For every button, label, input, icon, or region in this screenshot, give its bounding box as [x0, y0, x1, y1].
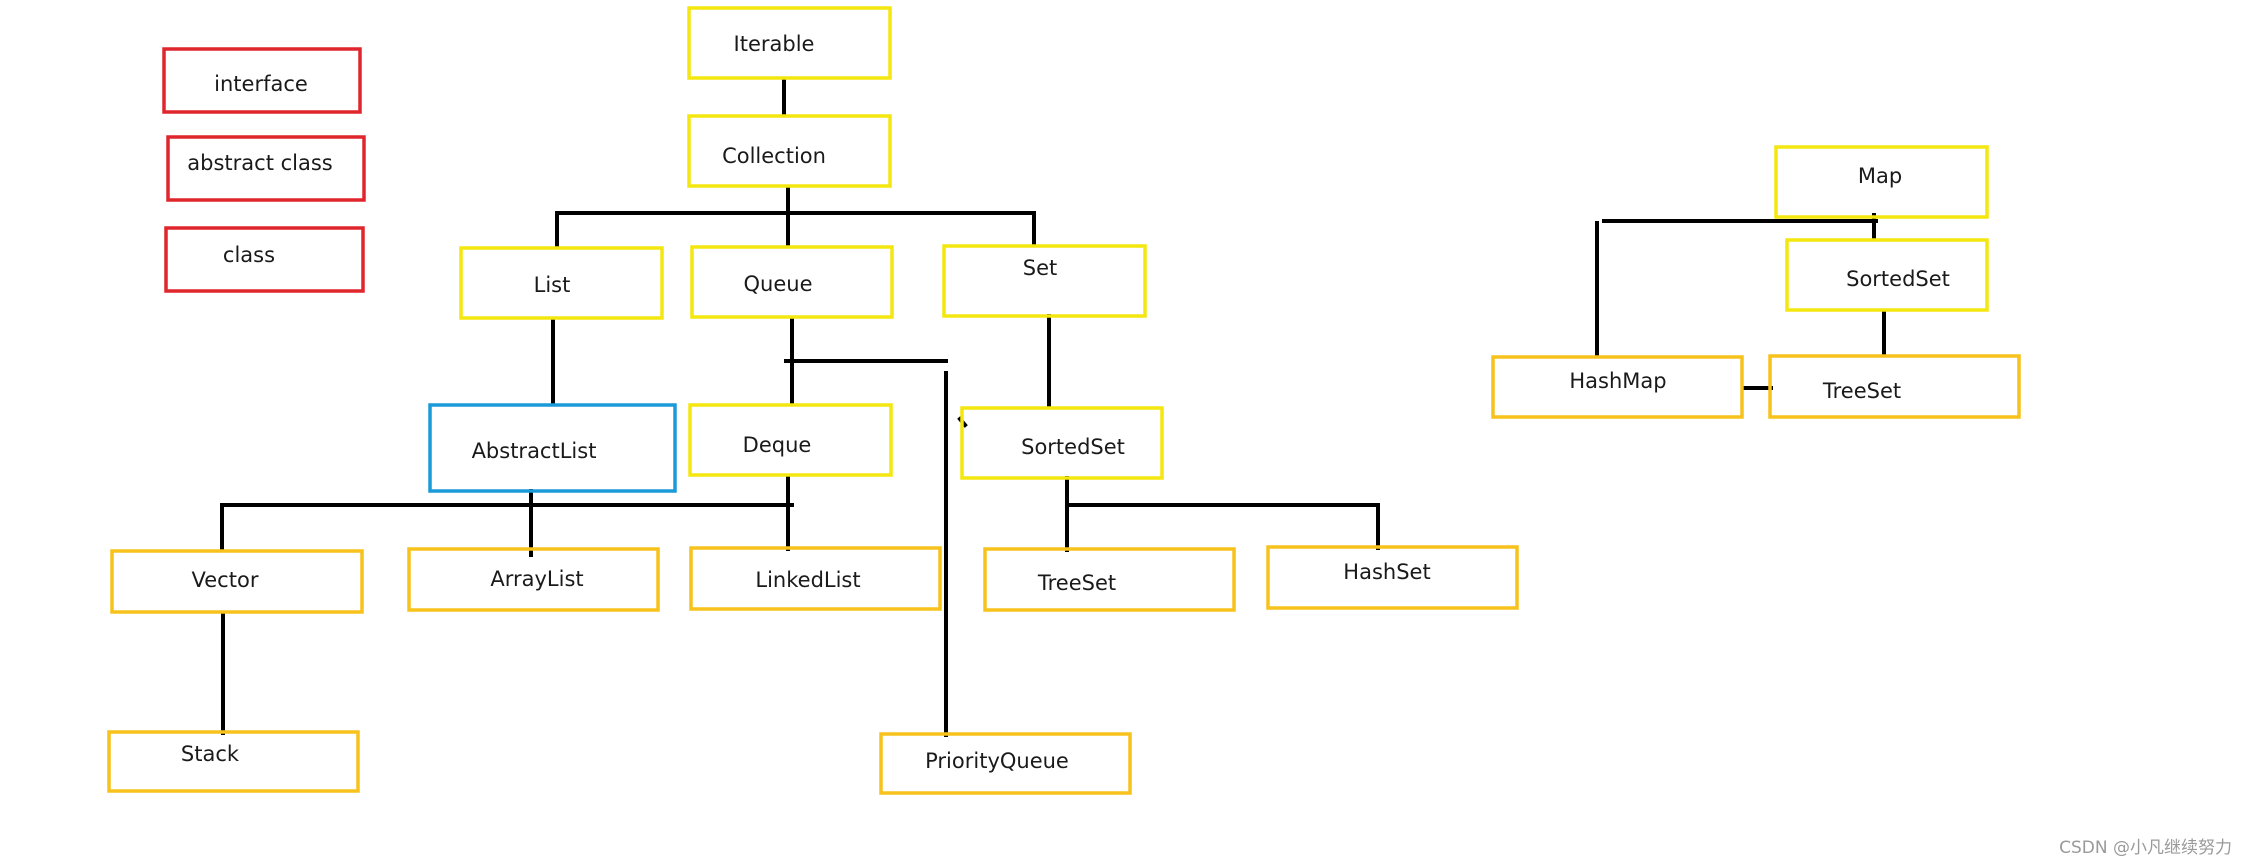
node-hashmap-box: [1491, 355, 1744, 419]
node-vector-label: Vector: [192, 568, 259, 592]
node-hashset-label: HashSet: [1343, 560, 1430, 584]
node-abstractlist-box: [428, 403, 677, 493]
node-sortedset-box: [960, 406, 1164, 480]
node-treeset-box: [983, 547, 1236, 612]
node-list-label: List: [534, 273, 571, 297]
node-queue-box: [690, 245, 894, 319]
node-arraylist-label: ArrayList: [490, 567, 583, 591]
node-hashmap-label: HashMap: [1569, 369, 1666, 393]
node-map-treeset-box: [1768, 354, 2021, 419]
node-deque-label: Deque: [743, 433, 812, 457]
legend-class-box: [164, 226, 365, 293]
legend-interface-label: interface: [214, 72, 308, 96]
legend-abstract-class-label: abstract class: [187, 151, 332, 175]
node-vector-box: [110, 549, 364, 614]
node-queue-label: Queue: [744, 272, 813, 296]
node-abstractlist-label: AbstractList: [472, 439, 597, 463]
node-set-label: Set: [1023, 256, 1057, 280]
legend: interface abstract class class: [162, 47, 366, 293]
legend-interface-box: [162, 47, 362, 114]
watermark-text: CSDN @小凡继续努力: [2059, 838, 2232, 858]
map-nodes: Map SortedSet HashMap TreeSet: [1491, 145, 2021, 419]
node-linkedlist-box: [689, 546, 942, 611]
node-treeset-label: TreeSet: [1037, 571, 1116, 595]
node-map-box: [1774, 145, 1989, 219]
node-set-box: [942, 244, 1147, 318]
node-list-box: [459, 246, 664, 320]
collection-nodes: Iterable Collection List Queue Set Abstr…: [107, 6, 1519, 795]
legend-abstract-class-box: [166, 135, 366, 202]
node-hashset-box: [1266, 545, 1519, 610]
node-priorityqueue-box: [879, 732, 1132, 795]
node-arraylist-box: [407, 547, 660, 612]
node-stack-box: [107, 730, 360, 793]
legend-class-label: class: [223, 243, 275, 267]
node-map-treeset-label: TreeSet: [1822, 379, 1901, 403]
node-collection-label: Collection: [722, 144, 826, 168]
node-map-label: Map: [1858, 164, 1902, 188]
node-linkedlist-label: LinkedList: [755, 568, 860, 592]
node-iterable-box: [687, 6, 892, 80]
connector-lines: [220, 78, 1886, 737]
node-deque-box: [688, 403, 893, 477]
node-stack-label: Stack: [181, 742, 240, 766]
node-map-sortedset-box: [1785, 238, 1989, 312]
node-iterable-label: Iterable: [734, 32, 815, 56]
node-sortedset-label: SortedSet: [1021, 435, 1125, 459]
node-collection-box: [687, 114, 892, 188]
node-map-sortedset-label: SortedSet: [1846, 267, 1950, 291]
node-priorityqueue-label: PriorityQueue: [925, 749, 1069, 773]
